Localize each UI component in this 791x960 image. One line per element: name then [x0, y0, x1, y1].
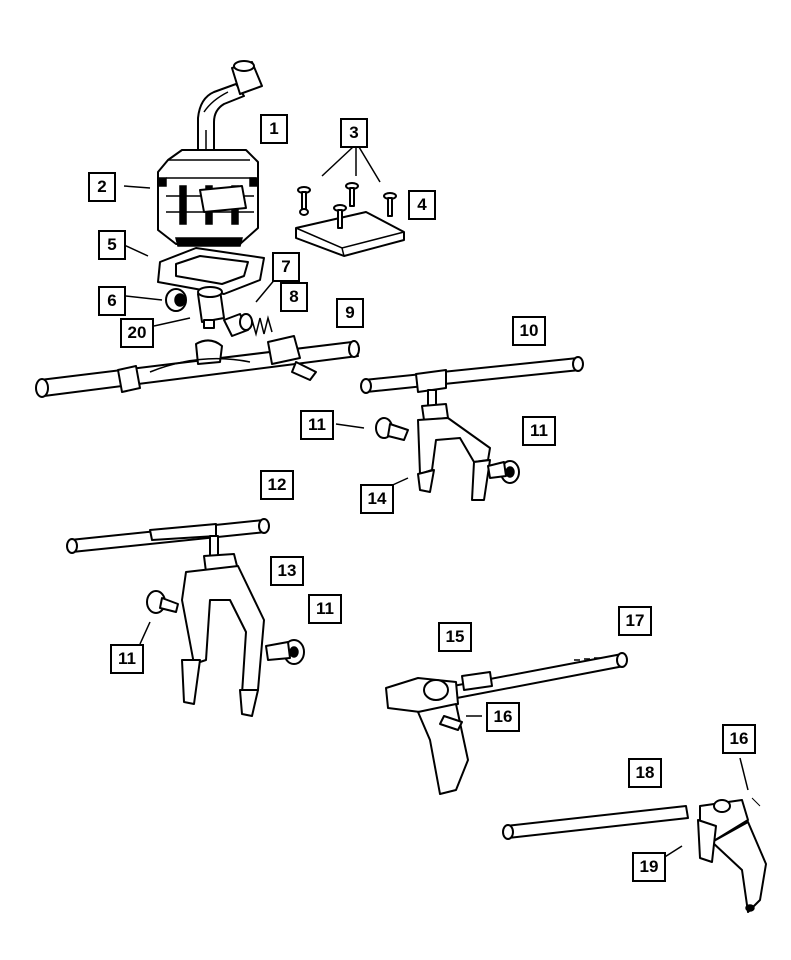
- shift-rail-part: [35, 335, 360, 398]
- shifter-housing-part: [157, 149, 259, 247]
- shift-fork-assembly-a: [360, 356, 584, 501]
- callout-6: 6: [98, 286, 126, 316]
- callout-1: 1: [260, 114, 288, 144]
- shift-fork-assembly-d: [502, 797, 767, 913]
- shift-fork-assembly-b: [66, 518, 305, 717]
- callout-16: 16: [722, 724, 756, 754]
- callout-13: 13: [270, 556, 304, 586]
- callout-16: 16: [486, 702, 520, 732]
- callout-11: 11: [300, 410, 334, 440]
- callout-8: 8: [280, 282, 308, 312]
- callout-10: 10: [512, 316, 546, 346]
- callout-3: 3: [340, 118, 368, 148]
- callout-19: 19: [632, 852, 666, 882]
- leader-lines: [121, 146, 749, 861]
- callout-2: 2: [88, 172, 116, 202]
- boot-gasket-part: [157, 247, 265, 295]
- callout-11: 11: [522, 416, 556, 446]
- shift-fork-assembly-c: [385, 652, 628, 795]
- callout-4: 4: [408, 190, 436, 220]
- callout-20: 20: [120, 318, 154, 348]
- callout-11: 11: [110, 644, 144, 674]
- callout-15: 15: [438, 622, 472, 652]
- shift-lever-part: [197, 60, 263, 161]
- cover-plate-part: [295, 182, 405, 257]
- callout-14: 14: [360, 484, 394, 514]
- detent-plunger-part: [223, 313, 273, 337]
- callout-5: 5: [98, 230, 126, 260]
- callout-17: 17: [618, 606, 652, 636]
- callout-18: 18: [628, 758, 662, 788]
- callout-9: 9: [336, 298, 364, 328]
- callout-7: 7: [272, 252, 300, 282]
- pivot-bushing-part: [165, 286, 225, 329]
- callout-12: 12: [260, 470, 294, 500]
- callout-11: 11: [308, 594, 342, 624]
